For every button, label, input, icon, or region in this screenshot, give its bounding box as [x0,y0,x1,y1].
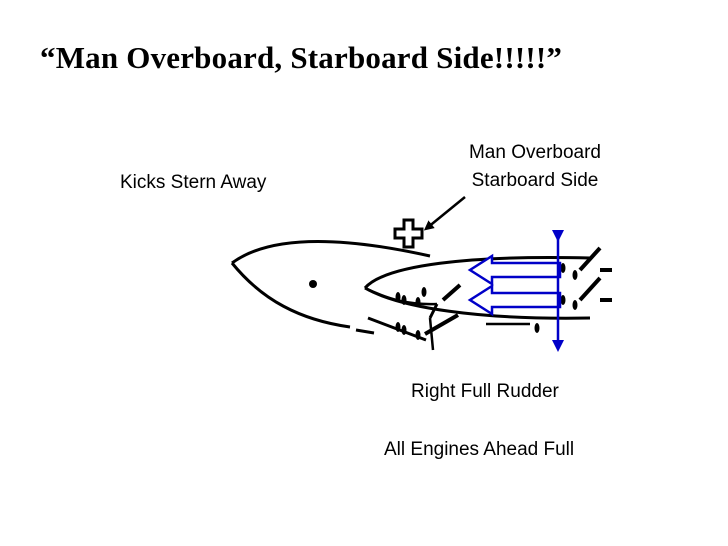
pointer-arrow [423,196,466,231]
slide-title: “Man Overboard, Starboard Side!!!!!” [40,40,563,75]
engines-label: All Engines Ahead Full [384,439,575,460]
ship-hull-swung-icon [363,255,591,351]
man-overboard-label-line1: Man Overboard [468,142,601,163]
rudder-label: Right Full Rudder [411,381,559,402]
rudder-icon [578,246,612,302]
man-overboard-label: Man Overboard Starboard Side [440,139,630,195]
thrust-arrow-icon [467,253,562,317]
man-overboard-label-line2: Starboard Side [471,170,599,191]
kicks-stern-label: Kicks Stern Away [120,172,267,193]
propeller-icon [395,287,427,340]
rudder-inner-icon [424,313,459,336]
ship-hull-icon [230,239,431,335]
rudder-inner-icon [441,283,462,302]
person-in-water-cross-icon [393,218,424,249]
